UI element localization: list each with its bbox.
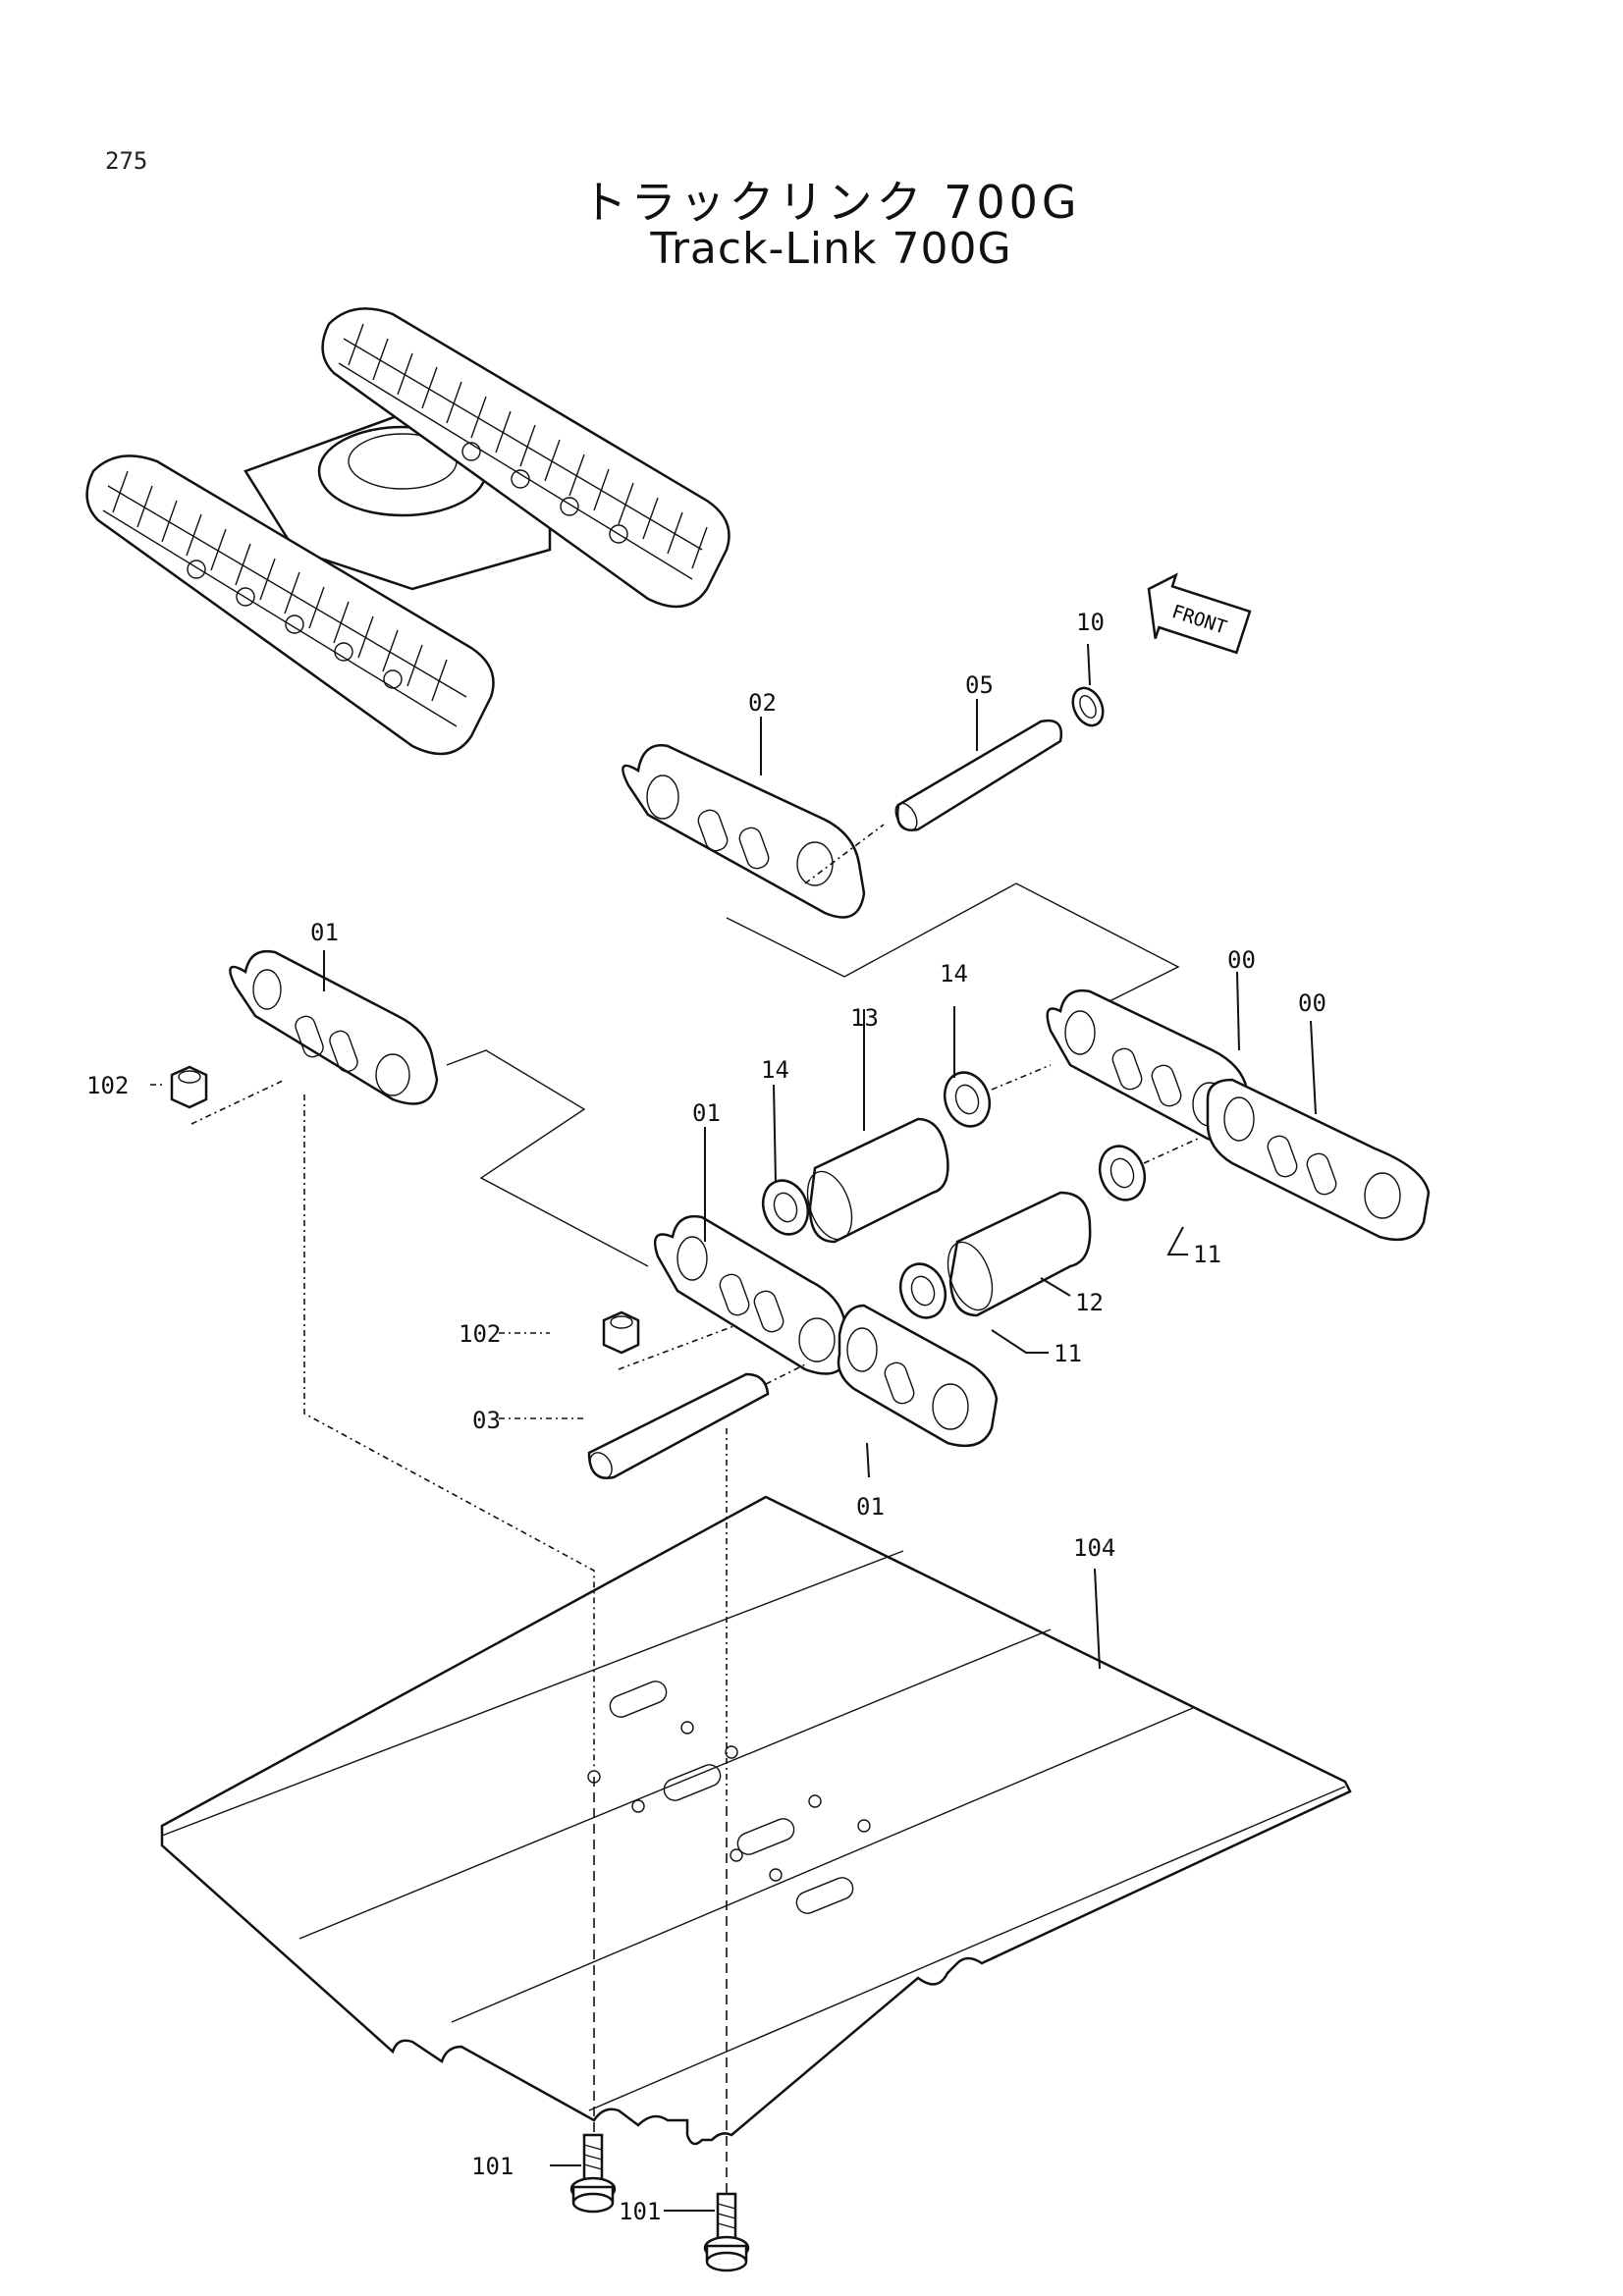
part-101-bolt-right: [703, 2192, 750, 2272]
callout-101-right: 101: [619, 2198, 661, 2225]
callout-01-center: 01: [692, 1099, 721, 1127]
callout-02: 02: [748, 689, 777, 717]
part-11-spacer-upper: [1098, 1145, 1147, 1201]
callout-03: 03: [472, 1407, 501, 1434]
part-13-bushing: [806, 1117, 949, 1244]
part-14-spacer-right: [943, 1071, 992, 1128]
callout-11-upper: 11: [1193, 1241, 1221, 1268]
part-11-spacer-lower: [898, 1262, 947, 1319]
callout-11-lower: 11: [1054, 1340, 1082, 1367]
front-direction-marker: FRONT: [1147, 572, 1252, 655]
part-102-nut-lower: [602, 1310, 640, 1355]
callout-14-right: 14: [940, 960, 968, 988]
part-03-pin: [587, 1372, 770, 1479]
page-title-japanese: トラックリンク 700G: [581, 176, 1081, 229]
callout-12: 12: [1075, 1289, 1104, 1316]
callout-01-lower: 01: [856, 1493, 885, 1521]
page-title-english: Track-Link 700G: [650, 224, 1012, 274]
callout-102-lower: 102: [459, 1320, 501, 1348]
undercarriage-overview-illustration: [85, 307, 730, 756]
part-12-bushing: [947, 1191, 1092, 1317]
part-14-spacer-left: [761, 1179, 810, 1236]
part-00-link-pair: [1046, 988, 1431, 1242]
callout-104: 104: [1073, 1534, 1115, 1562]
callout-14-left: 14: [761, 1056, 789, 1084]
part-10-snap-ring: [1071, 686, 1105, 727]
page-number: 275: [105, 147, 148, 175]
callout-13: 13: [850, 1004, 879, 1032]
part-101-bolt-left: [569, 2133, 617, 2214]
part-01-link-left: [229, 949, 439, 1105]
callout-00-upper: 00: [1227, 946, 1256, 974]
callout-101-left: 101: [471, 2153, 514, 2180]
callout-01-left: 01: [310, 919, 339, 946]
callout-10: 10: [1076, 609, 1105, 636]
callout-102-upper: 102: [86, 1072, 129, 1099]
part-104-track-shoe: [160, 1495, 1352, 2146]
part-102-nut-upper: [170, 1065, 208, 1109]
part-05-pin: [894, 719, 1063, 831]
part-01-link-center: [653, 1214, 999, 1448]
callout-00-lower: 00: [1298, 989, 1326, 1017]
part-02-link: [622, 744, 885, 919]
callout-05: 05: [965, 671, 994, 699]
